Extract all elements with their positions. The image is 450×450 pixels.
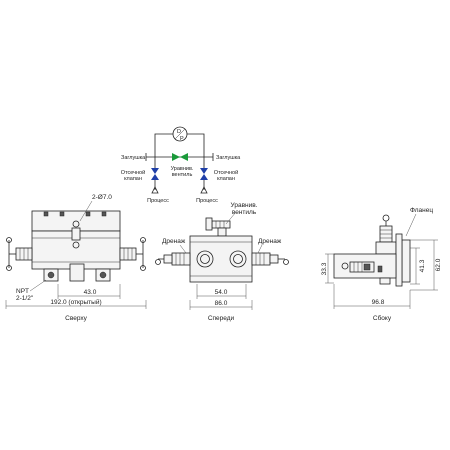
process-arrow-left-icon <box>151 186 159 194</box>
process-left-label: Процесс <box>147 198 169 204</box>
dim-side-width: 96.8 <box>372 299 385 306</box>
dim-side-height-right: 62.0 <box>435 258 442 271</box>
shutoff-valve-left-icon <box>151 168 159 174</box>
top-view-caption: Сверху <box>65 315 87 322</box>
gauge-letter-p: P <box>180 136 184 142</box>
top-view: 2-Ø7.0 NPT 2-1/2" 43.0 192.0 (открытый) … <box>5 194 147 322</box>
dim-front-inner: 54.0 <box>215 289 228 296</box>
process-right-label: Процесс <box>196 198 218 204</box>
front-valve-label: Уравнив.вентиль <box>231 202 258 216</box>
side-view: Фланец 33.3 41.3 62.0 96.8 Сбоку <box>321 207 442 322</box>
process-arrow-right-icon <box>200 186 208 194</box>
thread-size: 2-1/2" <box>16 295 34 302</box>
dim-top-inner: 43.0 <box>84 289 97 296</box>
plug-right-label: Заглушка <box>216 155 241 161</box>
side-view-caption: Сбоку <box>373 314 392 322</box>
drain-right-label: Дренаж <box>258 238 282 245</box>
gauge-letter-d: D <box>177 129 181 135</box>
equalizing-valve-label: Уравнив.вентиль <box>171 166 194 178</box>
front-view-caption: Спереди <box>208 315 235 322</box>
plug-left-label: Заглушка <box>121 155 146 161</box>
equalizing-valve-icon <box>172 153 180 161</box>
dim-front-outer: 86.0 <box>215 300 228 307</box>
flange-label: Фланец <box>410 207 433 214</box>
hole-label: 2-Ø7.0 <box>92 194 112 201</box>
front-view: Уравнив.вентиль Дренаж Дренаж <box>155 202 289 322</box>
shutoff-valve-right-icon <box>200 168 208 174</box>
schematic: D P Заглушка Заглушка Уравнив.вентиль От… <box>121 126 241 204</box>
dim-side-height-mid: 41.3 <box>419 259 426 272</box>
dim-side-height-left: 33.3 <box>321 262 328 275</box>
thread-label: NPT <box>16 288 29 295</box>
drain-left-label: Дренаж <box>162 238 186 245</box>
dim-top-open: 192.0 (открытый) <box>50 298 101 306</box>
